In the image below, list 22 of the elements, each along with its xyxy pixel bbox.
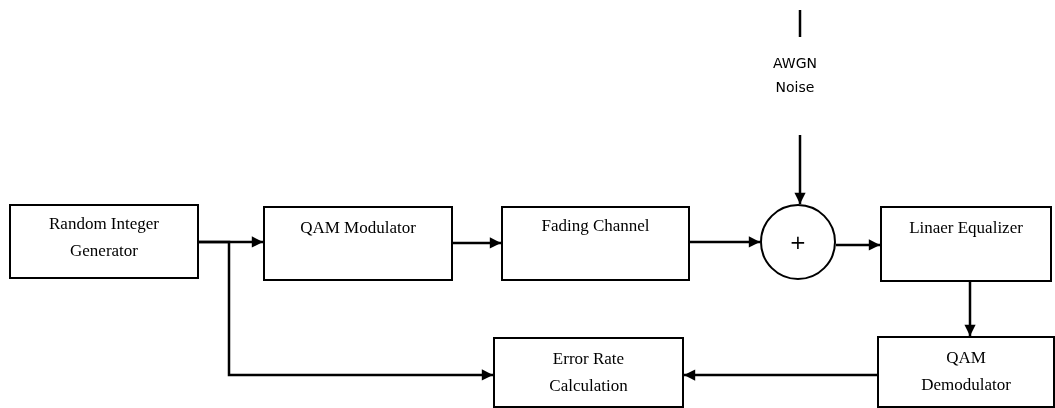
block-label: QAM Demodulator (920, 347, 1012, 396)
block-label: Error Rate Calculation (548, 348, 629, 397)
arrow (794, 135, 806, 204)
connector-line (798, 10, 802, 37)
process-box (9, 204, 199, 279)
process-box (501, 206, 690, 281)
arrow (199, 240, 493, 381)
block-label: Fading Channel (541, 215, 650, 237)
block-label: QAM Modulator (300, 217, 416, 239)
noise-label: AWGN Noise (772, 54, 818, 97)
block-label: Linaer Equalizer (909, 217, 1023, 239)
plus-sign: + (789, 228, 807, 256)
block-label: Random Integer Generator (48, 213, 160, 262)
arrow (453, 237, 501, 249)
process-box (493, 337, 684, 408)
process-box (880, 206, 1052, 282)
arrow (690, 236, 760, 248)
arrow (684, 369, 877, 381)
arrow (964, 282, 976, 336)
process-box (877, 336, 1055, 408)
arrow (836, 239, 880, 251)
process-box (263, 206, 453, 281)
